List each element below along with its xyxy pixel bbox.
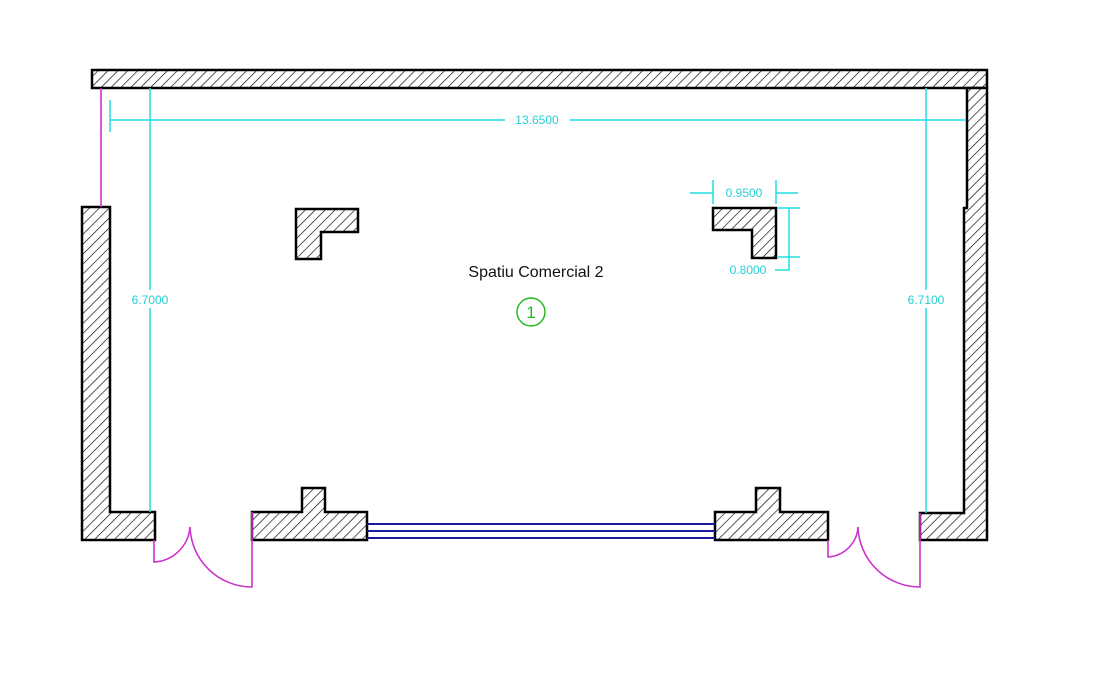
dimension-label: 0.8000 (730, 263, 767, 277)
bottom-wall-right-segment (713, 486, 830, 542)
column-right (711, 206, 778, 260)
dimension-left-height: 6.7000 (132, 88, 169, 512)
window (367, 523, 715, 539)
dimension-label: 6.7100 (908, 293, 945, 307)
room-name: Spatiu Comercial 2 (468, 264, 603, 281)
left-wall (80, 205, 157, 542)
dimension-column-width: 0.9500 (690, 180, 798, 204)
column-left (294, 207, 360, 261)
dimension-label: 0.9500 (726, 186, 763, 200)
bottom-wall-left-segment (250, 486, 369, 542)
dimension-label: 6.7000 (132, 293, 169, 307)
walls (80, 68, 989, 542)
dimension-label: 13.6500 (515, 113, 559, 127)
door-left (153, 512, 253, 588)
right-wall (918, 86, 989, 542)
dimension-overall-width: 13.6500 (109, 100, 965, 132)
dimension-right-height: 6.7100 (908, 88, 945, 513)
room-number-tag: 1 (516, 297, 546, 327)
dimension-column-depth: 0.8000 (730, 207, 800, 277)
door-right (827, 513, 921, 588)
top-wall (90, 68, 989, 90)
room-number: 1 (526, 303, 535, 322)
